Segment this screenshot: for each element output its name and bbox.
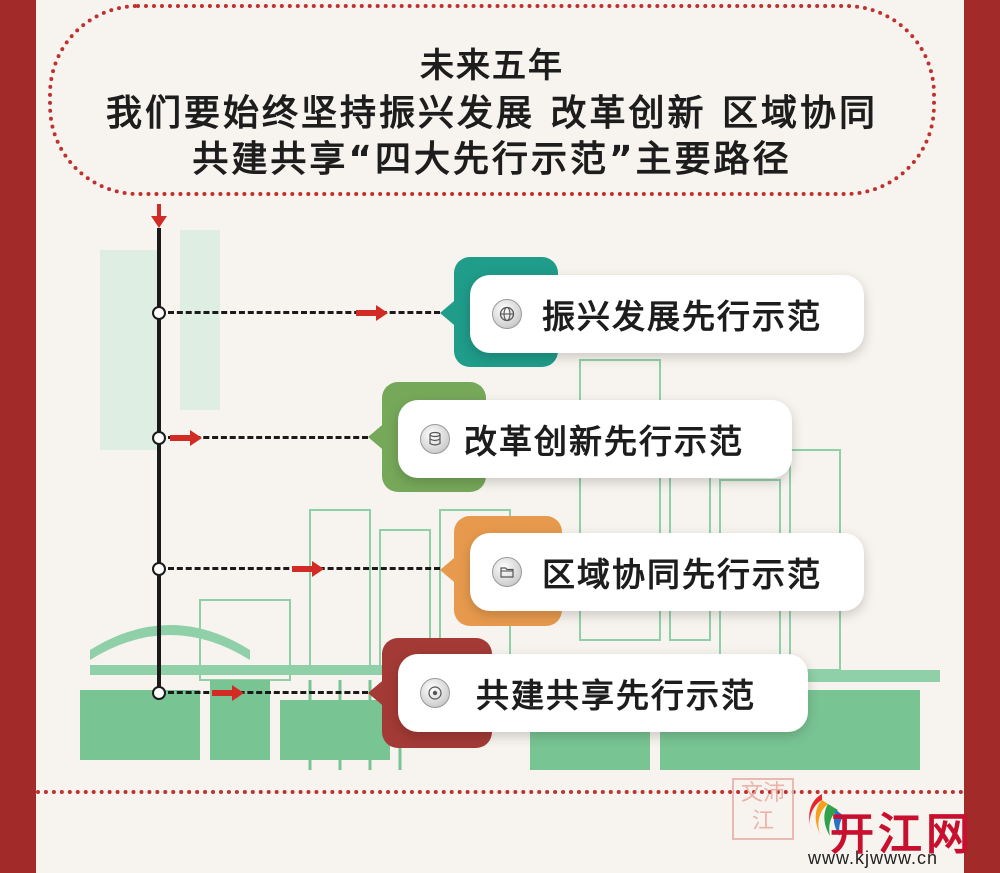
title-line-2: 我们要始终坚持振兴发展 改革创新 区域协同 xyxy=(105,93,879,134)
site-name: 开江网 xyxy=(830,809,974,860)
connector-line xyxy=(168,691,368,694)
card-pointer xyxy=(368,420,388,454)
folder-icon xyxy=(492,557,522,587)
path-card-3: 区域协同先行示范 xyxy=(470,533,864,611)
path-label: 改革创新先行示范 xyxy=(464,422,744,461)
connector-line xyxy=(168,311,440,314)
left-border xyxy=(0,0,36,873)
path-card-1: 振兴发展先行示范 xyxy=(470,275,864,353)
timeline-node xyxy=(152,562,166,576)
timeline-node xyxy=(152,306,166,320)
database-icon xyxy=(420,424,450,454)
globe-icon xyxy=(492,299,522,329)
card-pointer xyxy=(440,296,460,330)
disc-icon xyxy=(420,678,450,708)
down-arrow-icon xyxy=(151,204,167,228)
card-pointer xyxy=(440,553,460,587)
right-arrow-icon xyxy=(292,561,324,577)
timeline-node xyxy=(152,431,166,445)
bottom-divider xyxy=(36,790,964,794)
path-label: 共建共享先行示范 xyxy=(476,676,756,715)
right-arrow-icon xyxy=(212,685,244,701)
timeline-node xyxy=(152,686,166,700)
watermark-stamp: 文沛江 xyxy=(732,778,794,840)
title-line-1: 未来五年 xyxy=(420,46,564,86)
card-pointer xyxy=(368,676,388,710)
path-card-4: 共建共享先行示范 xyxy=(398,654,808,732)
path-label: 区域协同先行示范 xyxy=(542,555,822,594)
watermark-stamp-text: 文沛江 xyxy=(740,781,785,834)
site-logo-icon xyxy=(809,794,844,836)
right-arrow-icon xyxy=(356,305,388,321)
right-arrow-icon xyxy=(170,430,202,446)
site-url: www.kjwww.cn xyxy=(808,848,939,868)
title-bubble: 未来五年 我们要始终坚持振兴发展 改革创新 区域协同 共建共享“四大先行示范”主… xyxy=(48,4,936,196)
timeline-line xyxy=(157,228,161,695)
path-label: 振兴发展先行示范 xyxy=(542,297,822,336)
title-line-3: 共建共享“四大先行示范”主要路径 xyxy=(192,139,792,180)
right-border xyxy=(964,0,1000,873)
path-card-2: 改革创新先行示范 xyxy=(398,400,792,478)
connector-line xyxy=(168,436,368,439)
